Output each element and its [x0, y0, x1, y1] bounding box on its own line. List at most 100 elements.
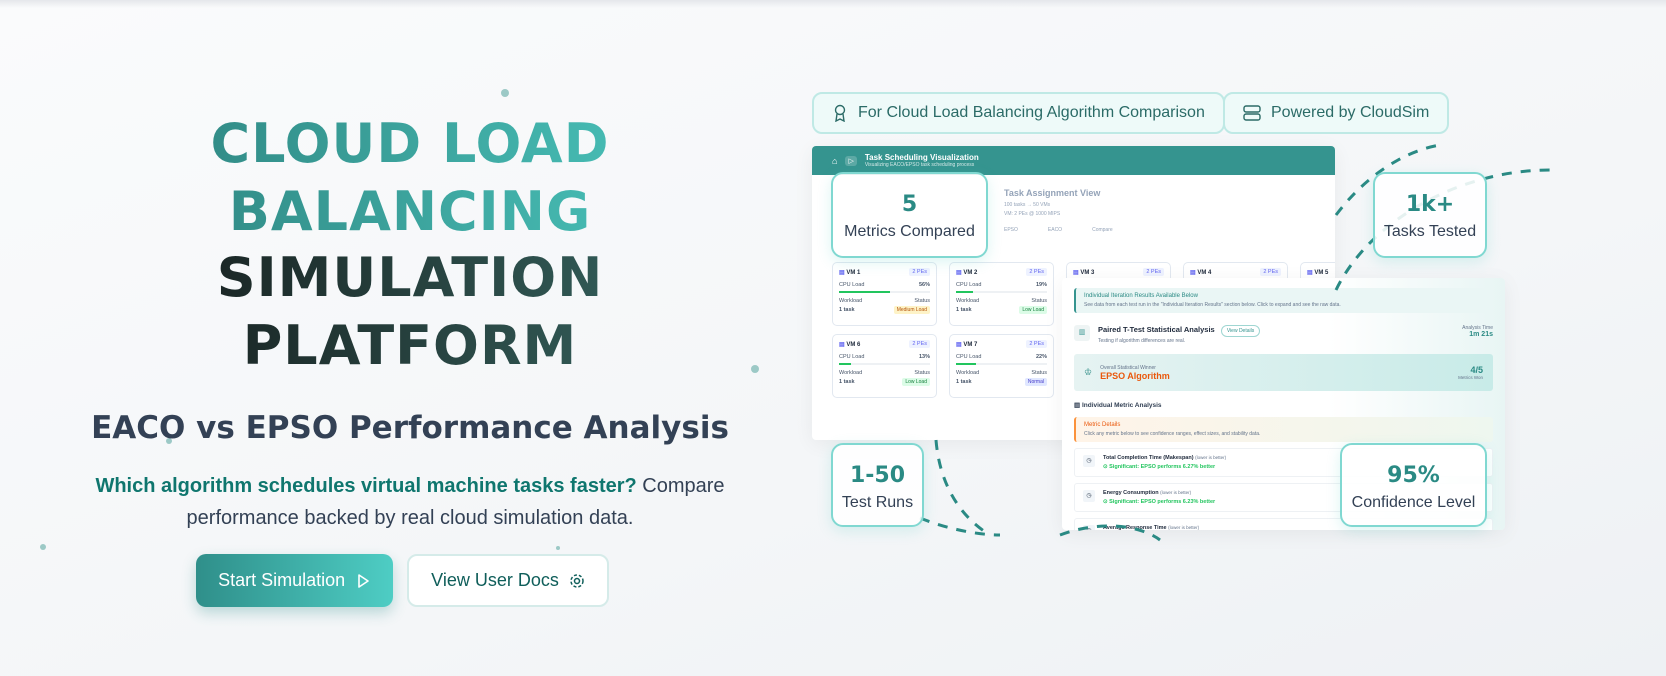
workload-label: Workload — [956, 298, 980, 304]
task-info: 100 tasks → 50 VMs — [1004, 202, 1051, 208]
cpu-bar — [839, 363, 930, 365]
view-docs-label: View User Docs — [431, 570, 559, 590]
tab-epso[interactable]: EPSO — [1004, 227, 1018, 233]
analysis-title: Paired T-Test Statistical Analysis — [1098, 325, 1215, 334]
metric-section-label: Individual Metric Analysis — [1081, 402, 1162, 409]
vm-pes: 2 PEs — [1260, 268, 1281, 276]
hero-title-line1: CLOUD LOAD BALANCING — [40, 110, 780, 246]
workload-label: Workload — [956, 370, 980, 376]
play-icon: ▷ — [845, 155, 857, 166]
status-label: Status — [1031, 370, 1047, 376]
cpu-bar-fill — [839, 291, 890, 293]
vm-pes: 2 PEs — [1026, 340, 1047, 348]
play-icon — [358, 573, 369, 588]
hero-title-line2: SIMULATION PLATFORM — [40, 244, 780, 380]
decor-dot — [166, 438, 172, 444]
metric-hint: (lower is better) — [1168, 525, 1200, 530]
metric-icon: ◷ — [1083, 455, 1095, 467]
stat-label: Confidence Level — [1351, 494, 1476, 511]
cpu-label: CPU Load — [956, 354, 982, 360]
metric-icon: ◷ — [1083, 525, 1095, 530]
cpu-bar — [956, 291, 1047, 293]
tab-compare[interactable]: Compare — [1092, 227, 1113, 233]
status-badge: Medium Load — [893, 306, 930, 314]
analysis-desc: Testing if algorithm differences are rea… — [1098, 338, 1186, 344]
server-icon: ▤ — [956, 269, 962, 276]
tab-eaco[interactable]: EACO — [1047, 227, 1063, 233]
hero-section: CLOUD LOAD BALANCING SIMULATION PLATFORM… — [40, 110, 780, 607]
algorithm-comparison-badge: For Cloud Load Balancing Algorithm Compa… — [812, 92, 1225, 134]
workload-label: Workload — [839, 370, 863, 376]
metrics-won-value: 4/5 — [1470, 365, 1483, 375]
cpu-bar-fill — [839, 363, 851, 365]
preview-title: Task Scheduling Visualization — [864, 153, 979, 162]
stat-value: 1-50 — [849, 463, 906, 488]
status-badge: Low Load — [902, 378, 930, 386]
cpu-bar — [956, 363, 1047, 365]
server-icon: ▤ — [839, 269, 845, 276]
gear-icon — [570, 573, 584, 588]
decor-dot — [556, 546, 560, 550]
hero-description: Which algorithm schedules virtual machin… — [40, 470, 780, 534]
status-label: Status — [914, 298, 930, 304]
metric-name: Energy Consumption — [1103, 490, 1159, 496]
server-icon: ▤ — [1073, 269, 1079, 276]
home-icon: ⌂ — [832, 155, 838, 166]
winner-name: EPSO Algorithm — [1100, 370, 1170, 381]
decor-dot — [501, 89, 509, 97]
vm-name: ▤ VM 3 — [1073, 269, 1095, 276]
details-title: Metric Details — [1084, 422, 1121, 428]
server-icon: ▤ — [1307, 269, 1313, 276]
statistical-analysis-panel: Individual Iteration Results Available B… — [1062, 278, 1505, 530]
workload-value: 1 task — [956, 307, 972, 313]
banner-title: Individual Iteration Results Available B… — [1084, 293, 1198, 299]
view-docs-button[interactable]: View User Docs — [407, 554, 609, 607]
preview-subtitle: Visualizing EACO/EPSO task scheduling pr… — [864, 162, 975, 168]
metric-name: Total Completion Time (Makespan) — [1103, 455, 1194, 461]
stat-label: Tasks Tested — [1383, 223, 1477, 240]
server-icon — [1243, 105, 1261, 121]
view-details-button[interactable]: View Details — [1220, 325, 1261, 337]
metric-hint: (lower is better) — [1160, 490, 1192, 495]
vm-pes: 2 PEs — [909, 268, 930, 276]
workload-value: 1 task — [839, 307, 855, 313]
cloudsim-badge: Powered by CloudSim — [1223, 92, 1450, 134]
dashed-arc — [919, 516, 1001, 537]
stat-tasks-tested: 1k+ Tasks Tested — [1373, 172, 1487, 258]
vm-name: ▤ VM 5 — [1307, 269, 1329, 276]
analysis-time: 1m 21s — [1469, 331, 1493, 338]
decor-dot — [751, 365, 759, 373]
chart-icon: ▥ — [1074, 325, 1090, 341]
start-simulation-button[interactable]: Start Simulation — [196, 554, 394, 607]
top-shadow — [0, 0, 1666, 8]
stat-value: 1k+ — [1405, 192, 1455, 217]
vm-name: ▤ VM 7 — [956, 341, 978, 348]
status-label: Status — [914, 370, 930, 376]
cpu-value: 19% — [1035, 282, 1047, 288]
vm-name: ▤ VM 6 — [839, 341, 861, 348]
hero-question: Which algorithm schedules virtual machin… — [95, 475, 637, 497]
dashed-arc — [1334, 143, 1441, 216]
stat-value: 5 — [901, 192, 918, 217]
workload-value: 1 task — [839, 379, 855, 385]
cpu-bar — [839, 291, 930, 293]
workload-value: 1 task — [956, 379, 972, 385]
metric-result: ⊙ Significant: EPSO performs 6.27% bette… — [1103, 464, 1216, 470]
metric-section-title: ▥ Individual Metric Analysis — [1074, 402, 1162, 409]
stat-value: 95% — [1387, 463, 1440, 488]
server-icon: ▤ — [956, 341, 962, 348]
metric-icon: ◷ — [1083, 490, 1095, 502]
task-assignment-header: Task Assignment View 100 tasks → 50 VMs … — [1004, 188, 1113, 233]
award-icon — [834, 104, 846, 122]
dashed-arc — [1059, 524, 1161, 542]
status-badge: Low Load — [1019, 306, 1047, 314]
vm-name: ▤ VM 1 — [839, 269, 861, 276]
dashed-arc — [934, 439, 991, 537]
